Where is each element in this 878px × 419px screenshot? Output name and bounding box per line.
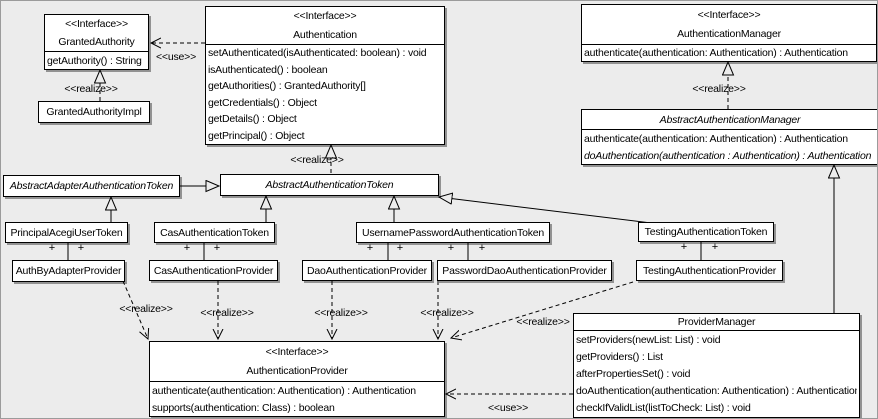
method-label: authenticate(authentication: Authenticat… [152,384,416,397]
class-name: AbstractAuthenticationToken [265,179,394,191]
class-name: ProviderManager [677,316,756,328]
method-label: checkIfValidList(listToCheck: List) : vo… [576,402,751,415]
class-name: CasAuthenticationProvider [153,264,274,277]
association-end-plus: + [213,242,221,254]
association-end-plus: + [366,242,374,254]
realize-label-testingauthenticationprovider: <<realize>> [516,316,570,328]
method-label: afterPropertiesSet() : void [576,367,691,380]
class-box-casauthenticationtoken[interactable]: CasAuthenticationToken [154,222,275,243]
realize-label-casauthenticationprovider: <<realize>> [200,307,254,319]
stereotype-label: <<Interface>> [65,18,128,30]
association-end-plus: + [77,242,85,254]
class-box-testingauthenticationprovider[interactable]: TestingAuthenticationProvider [636,260,783,281]
class-box-authentication[interactable]: <<Interface>> Authentication setAuthenti… [205,6,445,145]
class-box-principalacegiusertoken[interactable]: PrincipalAcegiUserToken [5,222,128,243]
realize-edge-testingauthenticationprovider [451,281,634,338]
class-name: AuthByAdapterProvider [15,265,122,277]
class-box-grantedauthorityimpl[interactable]: GrantedAuthorityImpl [38,101,150,123]
use-label-bottom: <<use>> [487,402,529,414]
class-box-casauthenticationprovider[interactable]: CasAuthenticationProvider [149,260,278,281]
class-name: TestingAuthenticationToken [644,226,768,238]
class-name: CasAuthenticationToken [160,226,269,239]
class-box-daoauthenticationprovider[interactable]: DaoAuthenticationProvider [302,260,432,281]
method-label: getAuthorities() : GrantedAuthority[] [208,80,366,93]
method-label: authenticate(authentication: Authenticat… [584,47,848,59]
stereotype-label: <<Interface>> [265,345,329,358]
class-name: DaoAuthenticationProvider [307,264,427,277]
class-name: GrantedAuthorityImpl [46,106,142,118]
realize-label-passworddaoprovider: <<realize>> [420,307,474,319]
realize-label-abstractauthenticationmanager: <<realize>> [692,83,746,95]
class-name: TestingAuthenticationProvider [642,264,777,277]
method-label: isAuthenticated() : boolean [208,63,328,76]
association-end-plus: + [711,241,719,253]
association-end-plus: + [680,241,688,253]
method-label: getAuthority() : String [47,54,142,67]
method-label: getDetails() : Object [208,113,297,126]
class-name: GrantedAuthority [58,36,135,48]
class-name: AbstractAdapterAuthenticationToken [9,180,174,192]
class-box-testingauthenticationtoken[interactable]: TestingAuthenticationToken [638,222,774,242]
realize-label-abstractauthenticationtoken: <<realize>> [290,154,344,166]
realize-label-grantedauthorityimpl: <<realize>> [64,83,118,95]
class-name: AuthenticationProvider [246,365,348,378]
realize-edge-authbyadapterprovider [122,280,148,339]
realize-label-authbyadapterprovider: <<realize>> [119,303,173,315]
generalization-testingauthenticationtoken [439,197,652,224]
class-name: PrincipalAcegiUserToken [10,226,123,239]
method-label: doAuthentication(authentication: Authent… [576,385,857,398]
method-label: getProviders() : List [576,350,663,363]
method-label: getPrincipal() : Object [208,129,305,142]
method-label: authenticate(authentication: Authenticat… [584,132,848,145]
class-box-abstractauthenticationmanager[interactable]: AbstractAuthenticationManager authentica… [581,109,877,165]
method-label: setProviders(newList: List) : void [576,333,721,346]
class-box-authenticationmanager[interactable]: <<Interface>> AuthenticationManager auth… [581,4,877,62]
class-name: Authentication [293,28,357,41]
class-box-providermanager[interactable]: ProviderManager setProviders(newList: Li… [573,313,860,418]
method-label: getCredentials() : Object [208,96,317,109]
method-label: setAuthenticated(isAuthenticated: boolea… [208,47,427,60]
use-label-top: <<use>> [155,51,197,63]
class-name: AbstractAuthenticationManager [659,113,801,126]
class-name: PasswordDaoAuthenticationProvider [442,264,607,277]
class-box-abstractadapterauthenticationtoken[interactable]: AbstractAdapterAuthenticationToken [3,175,180,197]
association-end-plus: + [478,242,486,254]
stereotype-label: <<Interface>> [697,8,761,21]
class-name: UsernamePasswordAuthenticationToken [361,226,545,239]
class-box-abstractauthenticationtoken[interactable]: AbstractAuthenticationToken [220,174,439,196]
realize-label-daoauthenticationprovider: <<realize>> [314,307,368,319]
class-box-usernamepasswordauthenticationtoken[interactable]: UsernamePasswordAuthenticationToken [356,222,550,243]
class-box-grantedauthority[interactable]: <<Interface>> GrantedAuthority getAuthor… [44,14,149,70]
association-end-plus: + [447,242,455,254]
method-label: doAuthentication(authentication : Authen… [584,149,872,162]
class-box-passworddaoauthenticationprovider[interactable]: PasswordDaoAuthenticationProvider [437,260,612,281]
class-name: AuthenticationManager [677,28,781,41]
association-end-plus: + [396,242,404,254]
class-box-authbyadapterprovider[interactable]: AuthByAdapterProvider [12,260,125,282]
class-box-authenticationprovider[interactable]: <<Interface>> AuthenticationProvider aut… [149,341,445,417]
stereotype-label: <<Interface>> [293,10,357,23]
association-end-plus: + [183,242,191,254]
association-end-plus: + [48,242,56,254]
method-label: supports(authentication: Class) : boolea… [152,401,335,414]
